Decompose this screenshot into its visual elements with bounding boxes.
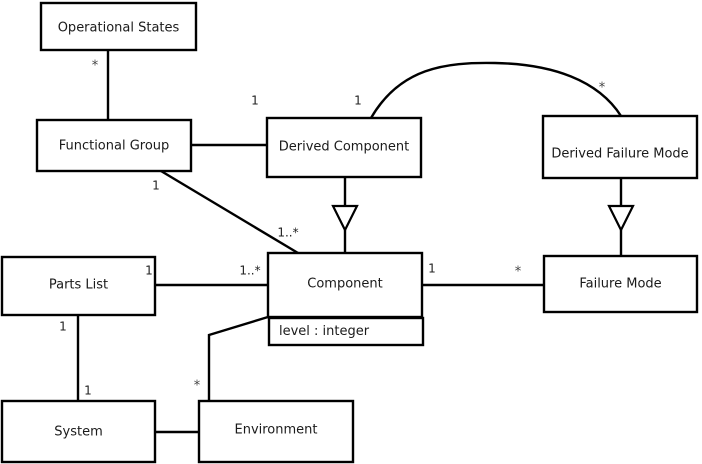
generalization-arrowhead-derived-component [331,204,359,233]
class-attribute-compartment-component[interactable] [267,316,425,347]
class-name-derived-failure-mode: Derived Failure Mode [551,147,688,162]
class-box-derived-failure-mode[interactable] [541,114,699,180]
class-box-environment[interactable] [197,399,355,464]
multiplicity-component-left-onestar: 1..* [239,264,260,278]
association-derived-component-derived-failure-mode[interactable] [369,61,623,119]
multiplicity-component-right-one: 1 [428,262,436,276]
multiplicity-parts-list-bottom-one: 1 [59,320,67,334]
multiplicity-system-top-one: 1 [84,384,92,398]
multiplicity-failure-mode-left-star: * [515,265,522,280]
class-name-functional-group: Functional Group [59,139,170,154]
multiplicity-derived-component-left-one: 1 [251,94,259,108]
class-attribute-component-level: level : integer [279,324,370,339]
class-box-component[interactable] [266,251,424,319]
multiplicity-parts-list-right-one: 1 [145,264,153,278]
class-box-failure-mode[interactable] [542,254,699,314]
class-box-parts-list[interactable] [0,255,157,317]
association-functional-group-component[interactable] [160,169,299,255]
multiplicity-functional-group-component-onestar: 1..* [277,226,298,240]
class-box-functional-group[interactable] [35,118,193,173]
class-name-parts-list: Parts List [49,278,108,293]
multiplicity-derived-failure-mode-curve-star: * [599,81,606,96]
class-name-system: System [54,425,102,440]
multiplicity-functional-group-component-one: 1 [152,179,160,193]
multiplicity-derived-component-curve-one: 1 [354,94,362,108]
class-name-failure-mode: Failure Mode [579,277,661,292]
class-name-derived-component: Derived Component [279,140,410,155]
class-box-operational-states[interactable] [39,1,198,52]
class-name-component: Component [307,277,382,292]
class-name-environment: Environment [234,423,317,438]
association-component-environment[interactable] [207,315,269,401]
multiplicity-operational-states-star: * [92,59,99,74]
generalization-arrowhead-derived-failure-mode [607,204,635,233]
class-box-derived-component[interactable] [265,116,423,179]
class-name-operational-states: Operational States [58,21,180,36]
class-box-system[interactable] [0,399,157,464]
multiplicity-environment-top-star: * [194,379,201,394]
